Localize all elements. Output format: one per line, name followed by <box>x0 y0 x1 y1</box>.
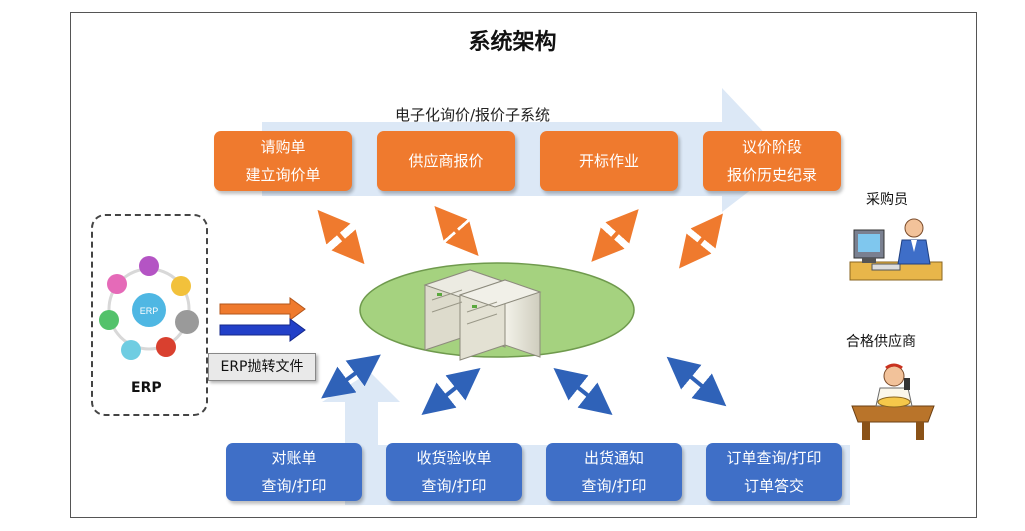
erp-node-icon <box>121 340 141 360</box>
top-box-line1: 议价阶段 <box>741 138 802 156</box>
bottom-box-line2: 订单答交 <box>743 477 804 495</box>
top-box-supplier-quote: 供应商报价 <box>377 131 515 191</box>
bottom-box-line1: 订单查询/打印 <box>726 449 822 467</box>
bottom-box-shipment: 出货通知 查询/打印 <box>546 443 682 501</box>
erp-node-icon <box>175 310 199 334</box>
erp-node-icon <box>107 274 127 294</box>
double-arrow-icon <box>317 209 365 265</box>
blue-export-arrow-icon <box>219 318 306 342</box>
top-box-line2: 建立询价单 <box>245 166 321 184</box>
erp-center-node <box>132 293 166 327</box>
double-arrow-icon <box>679 213 723 269</box>
bottom-box-statement: 对账单 查询/打印 <box>226 443 362 501</box>
erp-node-icon <box>139 256 159 276</box>
bottom-box-line1: 收货验收单 <box>416 449 492 467</box>
supplier-icon <box>851 363 935 440</box>
bottom-box-line1: 对账单 <box>271 449 317 467</box>
top-box-negotiation: 议价阶段 报价历史纪录 <box>703 131 841 191</box>
subsystem-label: 电子化询价/报价子系统 <box>395 106 551 124</box>
erp-node-icon <box>171 276 191 296</box>
buyer-label: 采购员 <box>866 192 908 208</box>
buyer-icon <box>849 218 943 281</box>
bottom-box-line2: 查询/打印 <box>261 477 327 495</box>
top-box-line1: 开标作业 <box>578 152 639 170</box>
page-title: 系统架构 <box>468 30 557 55</box>
bottom-box-line2: 查询/打印 <box>421 477 487 495</box>
double-arrow-icon <box>666 356 727 407</box>
erp-cycle-graphic: ERP <box>99 256 199 360</box>
top-box-bid-opening: 开标作业 <box>540 131 678 191</box>
double-arrow-icon <box>591 209 639 262</box>
double-arrow-icon <box>434 206 479 256</box>
supplier-label: 合格供应商 <box>846 334 916 350</box>
top-box-line1: 供应商报价 <box>408 152 484 170</box>
double-arrow-icon <box>553 368 613 415</box>
bottom-box-line2: 查询/打印 <box>581 477 647 495</box>
top-box-line1: 请购单 <box>260 138 306 156</box>
double-arrow-icon <box>321 354 381 399</box>
top-box-line2: 报价历史纪录 <box>726 166 817 184</box>
erp-node-icon <box>99 310 119 330</box>
double-arrow-icon <box>421 368 481 415</box>
erp-export-label: ERP抛转文件 <box>208 353 316 381</box>
bottom-box-line1: 出货通知 <box>583 449 644 467</box>
bottom-box-receiving: 收货验收单 查询/打印 <box>386 443 522 501</box>
server-icon <box>423 269 542 361</box>
erp-node-icon <box>156 337 176 357</box>
top-box-requisition: 请购单 建立询价单 <box>214 131 352 191</box>
bottom-box-order: 订单查询/打印 订单答交 <box>706 443 842 501</box>
erp-label: ERP <box>131 380 162 396</box>
orange-export-arrow-icon <box>219 297 306 321</box>
erp-center-label: ERP <box>140 306 159 316</box>
